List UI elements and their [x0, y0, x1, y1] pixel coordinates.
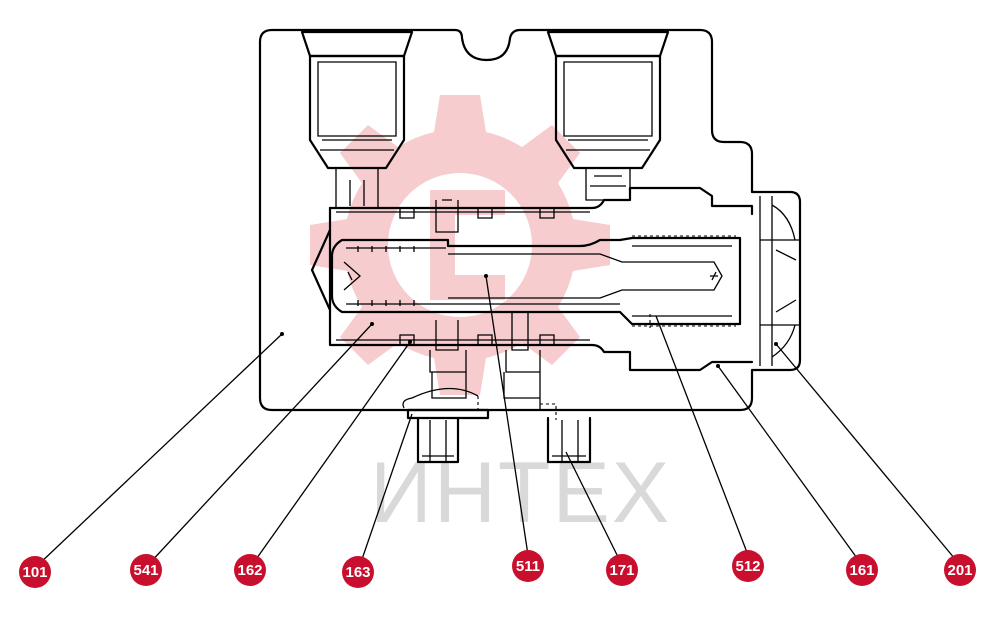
callout-label: 511 [516, 558, 540, 575]
spool-housing [310, 186, 754, 372]
callout-201: 201 [944, 554, 976, 586]
leader-101 [37, 333, 283, 566]
spool [330, 235, 742, 328]
callout-label: 171 [609, 562, 634, 579]
valve-body [258, 28, 802, 412]
callout-163: 163 [342, 556, 374, 588]
callout-101: 101 [19, 556, 51, 588]
callout-label: 541 [133, 562, 158, 579]
right-cartridge [546, 30, 670, 201]
callout-label: 162 [237, 562, 262, 579]
leader-lines [37, 274, 961, 566]
callout-541: 541 [130, 554, 162, 586]
leader-512 [655, 315, 749, 556]
callout-511: 511 [512, 550, 544, 582]
callout-162: 162 [234, 554, 266, 586]
leader-171 [565, 451, 623, 566]
leader-162 [251, 341, 411, 566]
callout-171: 171 [606, 554, 638, 586]
callout-512: 512 [732, 550, 764, 582]
leader-161 [717, 365, 863, 566]
lower-plugs [402, 350, 592, 464]
leader-201 [775, 343, 961, 566]
callout-label: 512 [735, 558, 760, 575]
watermark-text: ИНТЕХ [370, 445, 671, 541]
leader-541 [147, 323, 373, 566]
left-cartridge [300, 30, 414, 208]
callout-label: 163 [345, 564, 370, 581]
callout-label: 201 [947, 562, 972, 579]
leader-511 [485, 275, 529, 556]
leader-163 [359, 413, 413, 566]
callout-label: 161 [849, 562, 874, 579]
callout-161: 161 [846, 554, 878, 586]
callout-label: 101 [22, 564, 47, 581]
